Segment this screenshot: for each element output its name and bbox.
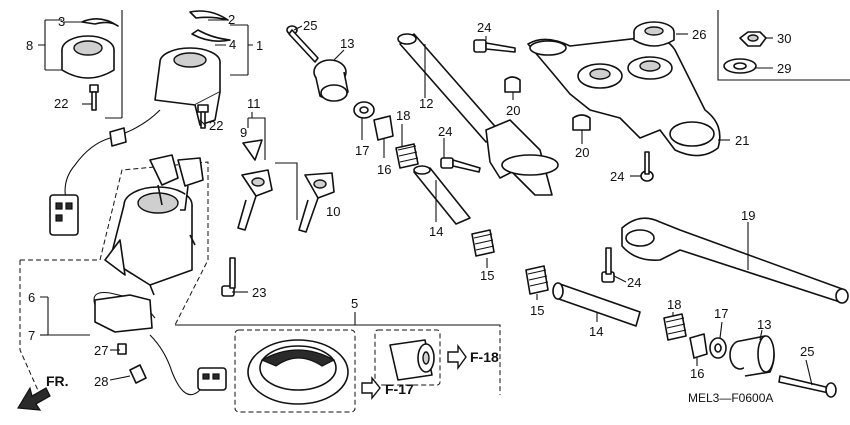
collar-18-right (663, 313, 687, 341)
cap-20-right (572, 114, 591, 131)
callout-6: 6 (28, 290, 35, 305)
tube-14-right (552, 282, 641, 327)
callout-30: 30 (777, 31, 791, 46)
bracket-5-and-6-7 (40, 296, 500, 336)
handlebar-19 (621, 217, 849, 304)
key-blank-9 (242, 139, 263, 161)
callout-24-right: 24 (627, 275, 641, 290)
key-10 (275, 162, 335, 233)
ignition-switch-body (154, 47, 221, 126)
callout-18-lower: 18 (667, 297, 681, 312)
washer-29 (723, 58, 757, 74)
callout-20-right: 20 (575, 145, 589, 160)
front-direction-label: FR. (46, 373, 69, 389)
arrow-f18 (447, 343, 467, 371)
nut-30 (739, 31, 767, 47)
callout-24-center: 24 (438, 124, 452, 139)
bar-end-weight-13-upper (313, 59, 349, 102)
wire-harness-upper (49, 109, 161, 236)
callout-13-lower: 13 (757, 317, 771, 332)
washer-17-right (709, 337, 727, 359)
bolt-23 (221, 257, 236, 297)
fuel-cap-illustration (247, 339, 349, 405)
bolt-24-top (473, 39, 516, 53)
reference-f18: F-18 (470, 349, 499, 365)
box-mirror-bolts (717, 10, 850, 81)
callout-17-lower: 17 (714, 306, 728, 321)
callout-22-left: 22 (54, 96, 68, 111)
callout-2: 2 (228, 12, 235, 27)
arrow-f17 (361, 376, 381, 400)
callout-16-lower: 16 (690, 366, 704, 381)
callout-16-upper: 16 (377, 162, 391, 177)
wire-harness-lower (93, 291, 227, 396)
callout-14-upper: 14 (429, 224, 443, 239)
bolt-22-right (197, 104, 209, 129)
callout-12: 12 (419, 96, 433, 111)
lock-cylinder-illustration (389, 339, 435, 381)
callout-5: 5 (351, 296, 358, 311)
bolt-25-lower (778, 375, 837, 398)
bolt-22-left (89, 84, 99, 111)
callout-3: 3 (58, 14, 65, 29)
callout-26: 26 (692, 27, 706, 42)
cover-part-8 (61, 35, 115, 79)
callout-8: 8 (26, 38, 33, 53)
callout-4: 4 (229, 37, 236, 52)
callout-15-lower: 15 (530, 303, 544, 318)
callout-25-lower: 25 (800, 344, 814, 359)
collar-15-right (525, 265, 549, 295)
retaining-clip (81, 10, 231, 42)
box-ignition-cover (105, 10, 123, 119)
bolt-24-right (601, 247, 615, 283)
diagram-code: MEL3—F0600A (688, 391, 773, 405)
callout-22-right: 22 (209, 118, 223, 133)
arrow-fr (16, 386, 51, 411)
callout-14-lower: 14 (589, 324, 603, 339)
collar-18-upper (395, 143, 419, 169)
keys-pair (149, 154, 204, 211)
callout-24-lower: 24 (610, 169, 624, 184)
bushing-16-upper (373, 115, 394, 141)
tube-14-upper (413, 165, 471, 225)
callout-1: 1 (256, 38, 263, 53)
callout-29: 29 (777, 61, 791, 76)
callout-15-upper: 15 (480, 268, 494, 283)
key-cylinder-body (104, 186, 196, 296)
callout-11: 11 (247, 96, 261, 111)
reference-f17: F-17 (385, 381, 414, 397)
callout-19: 19 (741, 208, 755, 223)
bushing-16-right (689, 333, 708, 359)
leader-lines (64, 19, 813, 386)
collar-15-upper (471, 229, 495, 257)
callout-25-upper: 25 (303, 18, 317, 33)
bolt-25-upper (286, 25, 319, 63)
callout-7: 7 (28, 328, 35, 343)
callout-18-upper: 18 (396, 108, 410, 123)
box-fuel-cap (234, 329, 441, 413)
washer-17-upper (353, 101, 375, 119)
bracket-1 (230, 24, 253, 76)
callout-13-upper: 13 (340, 36, 354, 51)
key-11 (237, 169, 273, 231)
bracket-8 (38, 19, 62, 71)
bar-end-weight-13-lower (729, 335, 775, 377)
callout-9: 9 (240, 125, 247, 140)
callout-21: 21 (735, 133, 749, 148)
nut-26 (633, 21, 675, 47)
cap-20-left (504, 76, 521, 93)
callout-17-upper: 17 (355, 143, 369, 158)
top-bridge-21 (527, 36, 721, 157)
callout-28: 28 (94, 374, 108, 389)
callout-27: 27 (94, 343, 108, 358)
callout-labels: 1 2 3 4 5 6 7 8 9 10 11 12 13 13 14 14 1… (26, 12, 814, 389)
callout-23: 23 (252, 285, 266, 300)
bolt-24-center (440, 157, 481, 173)
callout-10: 10 (326, 204, 340, 219)
bolt-24-lower (640, 151, 654, 182)
callout-24-top: 24 (477, 20, 491, 35)
callout-20-left: 20 (506, 103, 520, 118)
bracket-11 (247, 117, 266, 160)
